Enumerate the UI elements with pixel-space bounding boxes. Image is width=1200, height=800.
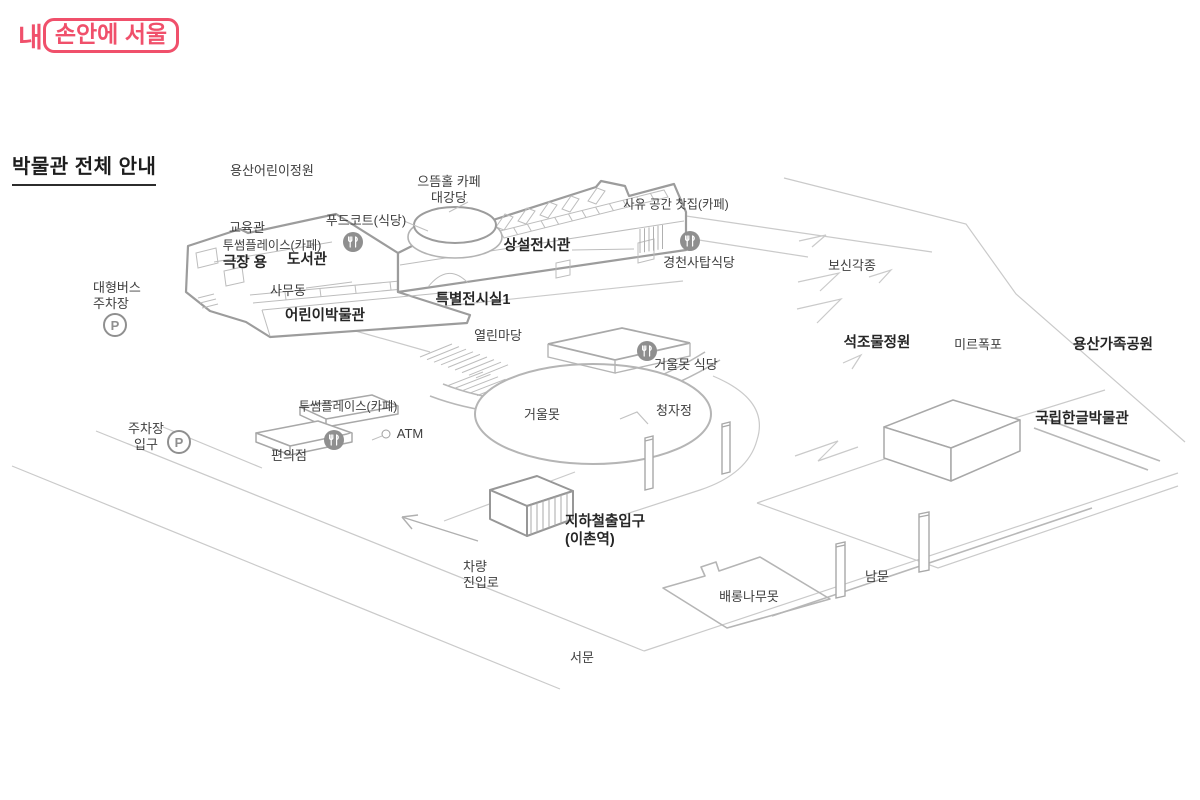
parking-icon: P [103,313,127,337]
gate-pillars [644,421,930,599]
cheongjajeong-mark [619,411,649,425]
store-slabs [255,394,399,456]
dome-top [413,206,497,244]
logo-text-prefix: 내 [18,23,43,53]
main-hall-shape [396,179,688,294]
mirror-pond-shape [474,363,712,465]
road-lines [11,177,1186,690]
restaurant-icon [343,232,363,252]
atm-marker-icon [381,429,391,439]
logo-text-boxed: 손안에 서울 [54,21,168,47]
restaurant-icon [324,430,344,450]
pagoda-glass-hatch [639,225,663,253]
restaurant-icon [637,341,657,361]
label-leaders [371,201,469,441]
page-title: 박물관 전체 안내 [12,150,157,186]
pond-restaurant-shape [547,327,691,374]
west-wing-shape [184,212,472,339]
vehicle-arrow [401,514,479,542]
hangeul-museum-shape [883,399,1021,482]
subway-stairs-hatch [530,493,568,535]
baerongnamu-pond-shape [662,556,831,629]
parking-icon: P [167,430,191,454]
logo: 내 손안에 서울 [18,16,180,55]
logo-box: 손안에 서울 [42,18,180,53]
restaurant-icon [680,231,700,251]
